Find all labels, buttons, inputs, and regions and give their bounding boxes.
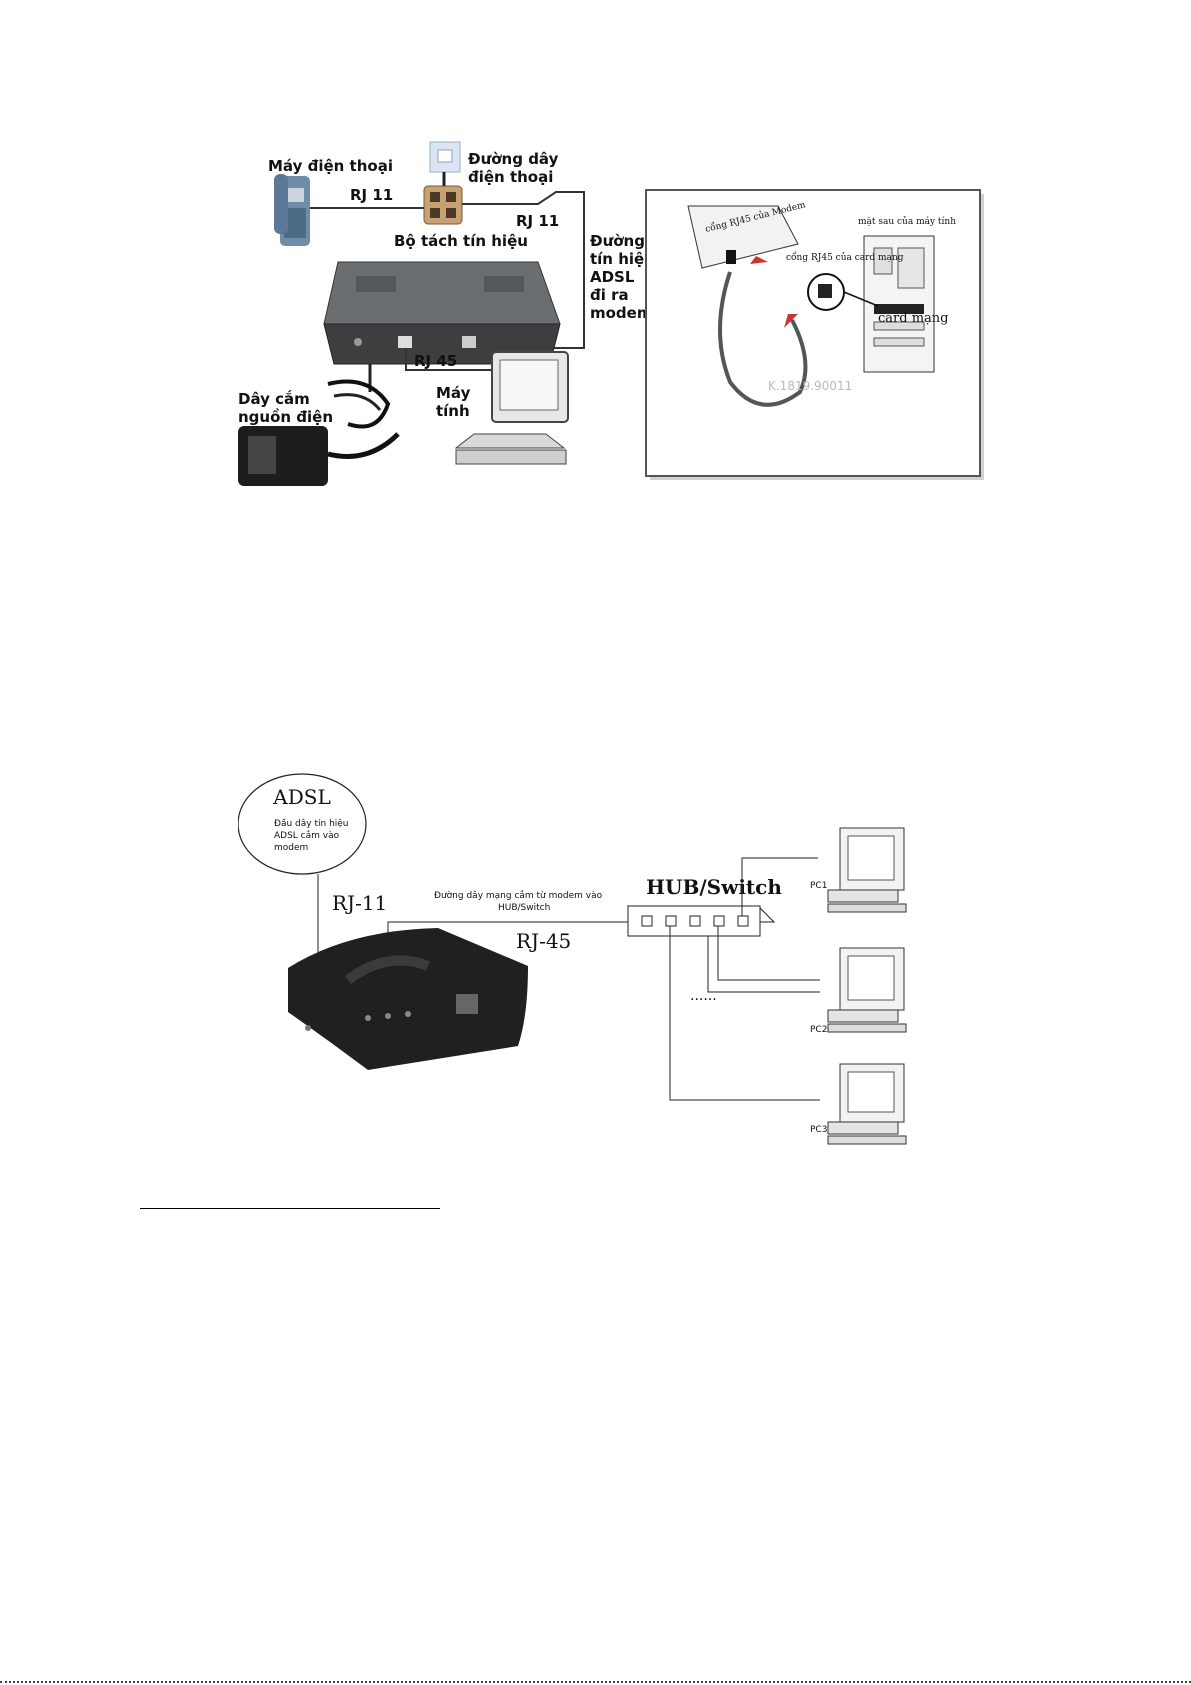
inset-nic-port-label: cổng RJ45 của card mạng — [786, 251, 904, 263]
modem-icon — [288, 928, 528, 1070]
rj45-cable — [405, 348, 498, 371]
wall-socket-icon — [429, 141, 461, 173]
computer-label-2: tính — [436, 402, 470, 420]
link-pc3 — [669, 926, 820, 1101]
splitter-label: Bộ tách tín hiệu — [394, 232, 528, 250]
pc2-label: PC2 — [810, 1025, 827, 1035]
pc3-computer-icon — [827, 1063, 907, 1145]
pc1-label: PC1 — [810, 881, 827, 891]
pc2-computer-icon — [827, 947, 907, 1033]
arrow-icon — [750, 256, 768, 264]
adsl-note-2: ADSL cắm vào — [274, 830, 340, 841]
pc3-label: PC3 — [810, 1125, 827, 1135]
page-bottom-border — [0, 1681, 1191, 1683]
cable-note-2: HUB/Switch — [498, 903, 550, 913]
arrow-icon-2 — [784, 314, 798, 328]
adsl-title: ADSL — [272, 785, 330, 809]
splitter-icon — [423, 185, 463, 225]
adsl-note-3: modem — [274, 843, 308, 853]
connection-inset: cổng RJ45 của Modem mặt sau của máy tính… — [645, 189, 984, 480]
computer-icon — [454, 351, 569, 465]
rj45-label: RJ-45 — [516, 929, 571, 953]
rj11-modem-cable — [462, 191, 585, 349]
phone-label: Máy điện thoại — [268, 157, 393, 175]
adsl-out-label-3: ADSL — [590, 268, 635, 286]
adsl-out-label-5: modem — [590, 304, 652, 322]
more-dots: ...... — [690, 988, 717, 1004]
computer-label: Máy — [436, 384, 471, 402]
rj11-label: RJ-11 — [332, 891, 387, 915]
inset-card-label: card mạng — [878, 311, 948, 326]
telephone-icon — [274, 174, 310, 246]
wall-line-label: Đường dây — [468, 150, 559, 168]
inset-pc-back-label: mặt sau của máy tính — [858, 216, 956, 227]
rj11-right-label: RJ 11 — [516, 212, 559, 230]
link-pc2 — [717, 926, 820, 981]
lan-network-diagram: ADSL Đầu dây tín hiệu ADSL cắm vào modem… — [238, 773, 907, 1145]
adsl-out-label-2: tín hiệu — [590, 250, 655, 268]
adsl-note: Đầu dây tín hiệu — [274, 818, 349, 829]
adsl-out-label: Đường — [590, 232, 645, 250]
hub-switch-icon — [626, 905, 776, 937]
hub-label: HUB/Switch — [646, 875, 782, 899]
footnote-separator — [140, 1208, 440, 1209]
watermark: K.1819.90011 — [768, 379, 852, 393]
rj11-left-label: RJ 11 — [350, 186, 393, 204]
adsl-out-label-4: đi ra — [590, 286, 629, 304]
link-pc2b — [707, 936, 820, 993]
network-cable — [718, 271, 808, 407]
power-label: Dây cắm — [238, 389, 310, 408]
adsl-connection-diagram: Máy điện thoại Đường dây điện thoại Bộ t… — [238, 141, 984, 486]
adsl-bubble — [238, 773, 367, 875]
power-label-2: nguồn điện — [238, 407, 333, 426]
power-adapter-icon — [238, 379, 400, 486]
modem-icon — [323, 261, 561, 365]
wall-line-label-2: điện thoại — [468, 168, 553, 186]
pc1-computer-icon — [827, 827, 907, 913]
rj45-label: RJ 45 — [414, 352, 457, 370]
link-pc1 — [741, 857, 818, 916]
cable-note: Đường dây mạng cắm từ modem vào — [434, 890, 603, 901]
